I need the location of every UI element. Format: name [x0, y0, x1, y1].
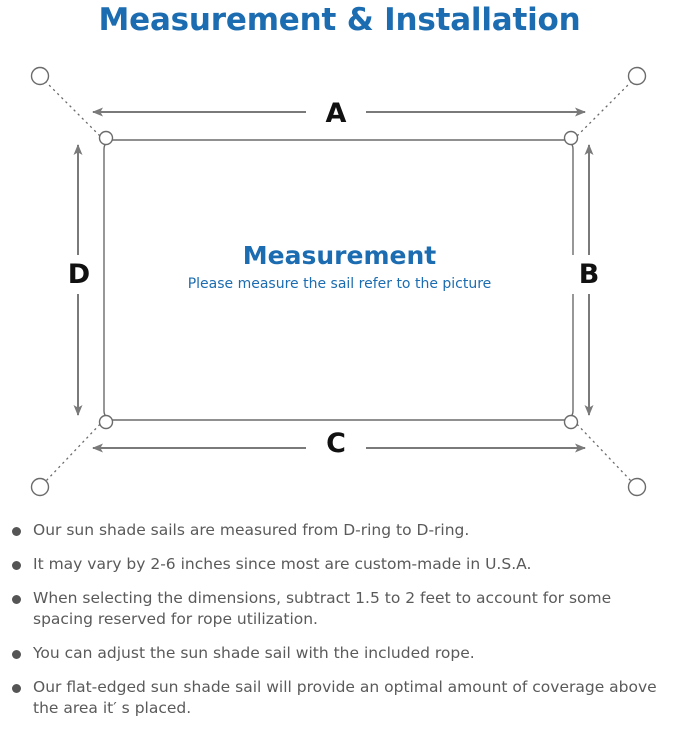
- anchor-ring-top-right: [627, 66, 647, 86]
- note-text: It may vary by 2-6 inches since most are…: [33, 555, 532, 573]
- anchor-ring-top-left: [30, 66, 50, 86]
- rope-top-right: [572, 80, 633, 141]
- d-ring-bottom-right: [563, 414, 579, 430]
- note-text: When selecting the dimensions, subtract …: [33, 589, 612, 628]
- bullet-icon: [12, 650, 21, 659]
- dimension-label-d: D: [61, 255, 97, 294]
- dimension-label-b: B: [571, 255, 607, 294]
- rope-bottom-left: [44, 419, 105, 483]
- list-item: Our flat-edged sun shade sail will provi…: [0, 677, 679, 719]
- dimension-label-c: C: [306, 427, 366, 460]
- bullet-icon: [12, 561, 21, 570]
- bullet-icon: [12, 527, 21, 536]
- list-item: You can adjust the sun shade sail with t…: [0, 643, 679, 664]
- d-ring-top-right: [563, 130, 579, 146]
- rope-top-left: [44, 80, 105, 141]
- note-text: Our flat-edged sun shade sail will provi…: [33, 678, 657, 717]
- note-text: You can adjust the sun shade sail with t…: [33, 644, 475, 662]
- list-item: It may vary by 2-6 inches since most are…: [0, 554, 679, 575]
- anchor-ring-bottom-right: [627, 477, 647, 497]
- d-ring-bottom-left: [98, 414, 114, 430]
- anchor-ring-bottom-left: [30, 477, 50, 497]
- sail-measurement-subheading: Please measure the sail refer to the pic…: [187, 276, 492, 292]
- sail-measurement-heading: Measurement: [242, 241, 437, 270]
- notes-list: Our sun shade sails are measured from D-…: [0, 520, 679, 732]
- d-ring-top-left: [98, 130, 114, 146]
- list-item: When selecting the dimensions, subtract …: [0, 588, 679, 630]
- note-text: Our sun shade sails are measured from D-…: [33, 521, 470, 539]
- page-title: Measurement & Installation: [98, 2, 581, 38]
- bullet-icon: [12, 684, 21, 693]
- diagram-canvas: [30, 66, 647, 497]
- list-item: Our sun shade sails are measured from D-…: [0, 520, 679, 541]
- dimension-label-a: A: [306, 97, 366, 130]
- bullet-icon: [12, 595, 21, 604]
- rope-bottom-right: [572, 419, 633, 483]
- sail-measurement-diagram: Measurement Please measure the sail refe…: [0, 44, 679, 514]
